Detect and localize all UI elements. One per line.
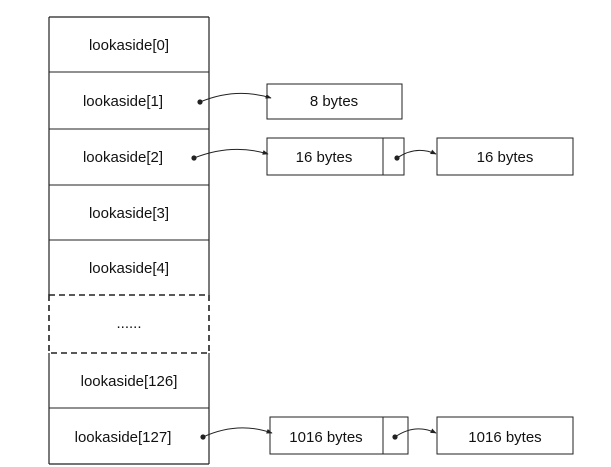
lookaside-row-label: lookaside[0] [89,37,169,54]
block-size-label: 1016 bytes [289,429,362,446]
chain-row-127: 1016 bytes 1016 bytes [200,416,574,455]
pointer-arrow [202,427,273,438]
lookaside-row-label: lookaside[126] [81,373,178,390]
lookaside-row-label: lookaside[2] [83,149,163,166]
block-size-label: 16 bytes [477,149,534,166]
block-size-label: 16 bytes [296,149,353,166]
lookaside-row-label: lookaside[3] [89,205,169,222]
chain-row-2: 16 bytes 16 bytes [191,137,574,176]
elided-row-label: ...... [116,315,141,332]
lookaside-row-label: lookaside[1] [83,93,163,110]
pointer-arrow [193,148,269,159]
block-size-label: 8 bytes [310,93,358,110]
memory-block [266,137,405,176]
chain-row-1: 8 bytes [197,83,403,120]
lookaside-table: lookaside[0] lookaside[1] lookaside[2] l… [48,16,210,465]
pointer-arrow [394,428,437,438]
memory-block [436,416,574,455]
elided-row-border [48,294,210,354]
block-size-label: 1016 bytes [468,429,541,446]
memory-block [436,137,574,176]
memory-block [269,416,409,455]
lookaside-row-label: lookaside[127] [75,429,172,446]
lookaside-row-label: lookaside[4] [89,260,169,277]
pointer-arrow [396,149,437,159]
memory-block [266,83,403,120]
pointer-arrow [199,92,272,103]
